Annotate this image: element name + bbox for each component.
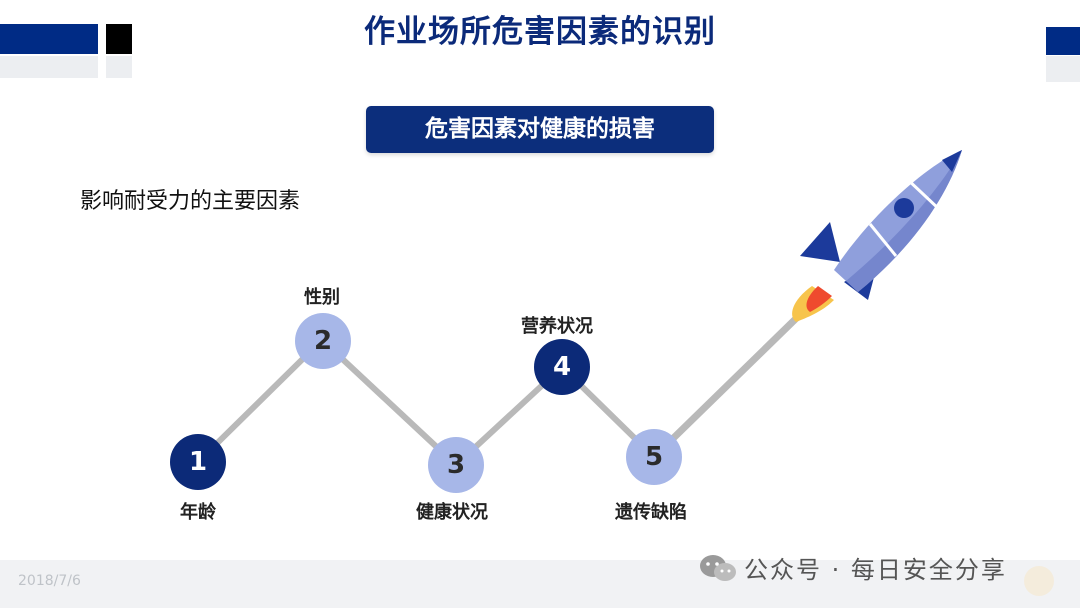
header-band-right bbox=[1046, 27, 1080, 55]
connector-lines bbox=[195, 296, 819, 468]
watermark: 公众号 · 每日安全分享 bbox=[698, 550, 1007, 585]
watermark-text: 公众号 · 每日安全分享 bbox=[744, 556, 1007, 584]
factor-label-2: 性别 bbox=[304, 287, 340, 308]
factor-node-2: 2 bbox=[295, 313, 351, 369]
factor-number: 5 bbox=[644, 442, 664, 472]
factor-label-3: 健康状况 bbox=[416, 502, 488, 523]
factor-node-1: 1 bbox=[170, 434, 226, 490]
slide-date: 2018/7/6 bbox=[18, 573, 81, 589]
factor-node-5: 5 bbox=[626, 429, 682, 485]
footer-band bbox=[0, 560, 1080, 608]
header-band-left bbox=[0, 24, 98, 54]
factor-number: 1 bbox=[188, 447, 208, 477]
header-band-left-shade bbox=[0, 56, 98, 78]
header-band-right-shade bbox=[1046, 56, 1080, 82]
lead-text: 影响耐受力的主要因素 bbox=[80, 189, 301, 214]
factor-number: 4 bbox=[552, 352, 572, 382]
header-band-left-accent bbox=[106, 24, 132, 54]
rocket-icon bbox=[792, 150, 962, 322]
page-title: 作业场所危害因素的识别 bbox=[364, 14, 716, 50]
factor-number: 3 bbox=[446, 450, 466, 480]
connector-2-3 bbox=[319, 337, 459, 468]
wechat-icon bbox=[700, 554, 736, 581]
factor-node-3: 3 bbox=[428, 437, 484, 493]
factor-node-4: 4 bbox=[534, 339, 590, 395]
factor-label-5: 遗传缺陷 bbox=[615, 502, 687, 523]
header-band-left-shade2 bbox=[106, 56, 132, 78]
factor-number: 2 bbox=[313, 326, 333, 356]
factor-label-1: 年龄 bbox=[180, 502, 216, 523]
trail-line bbox=[650, 296, 819, 461]
connector-1-2 bbox=[195, 337, 325, 465]
corner-decoration bbox=[1024, 566, 1054, 596]
factor-label-4: 营养状况 bbox=[521, 316, 593, 337]
section-banner: 危害因素对健康的损害 bbox=[366, 106, 714, 153]
